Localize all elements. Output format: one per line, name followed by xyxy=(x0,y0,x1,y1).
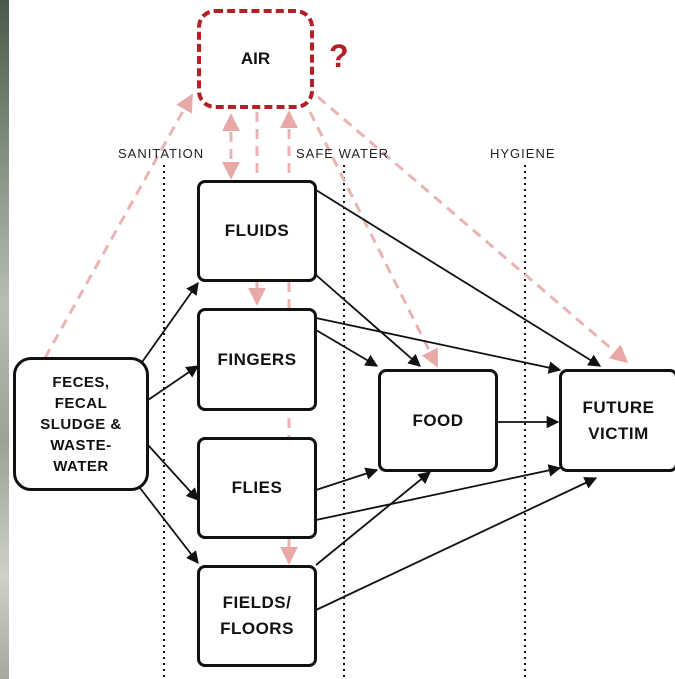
node-victim-line-1: FUTURE xyxy=(582,397,655,417)
arrow-feces-fluids xyxy=(139,281,199,366)
arrow-feces-fields xyxy=(139,487,199,564)
column-label-hygiene: HYGIENE xyxy=(490,146,556,161)
arrow-feces-fingers xyxy=(147,365,200,401)
arrow-fingers-victim xyxy=(315,317,562,374)
node-victim-line-2: VICTIM xyxy=(588,423,649,443)
arrow-feces-flies xyxy=(147,444,199,501)
arrow-flies-victim xyxy=(315,464,562,521)
air-node: AIR xyxy=(197,9,314,109)
node-fingers-label: FINGERS xyxy=(217,349,297,369)
node-feces-line-1: FECES, xyxy=(52,373,110,391)
node-fields-floors: FIELDS/ FLOORS xyxy=(197,565,317,667)
air-arrow-victim xyxy=(317,95,629,364)
column-dividers xyxy=(163,165,526,679)
node-feces: FECES, FECAL SLUDGE & WASTE- WATER xyxy=(13,357,149,491)
node-fields-line-2: FLOORS xyxy=(220,619,294,638)
node-flies: FLIES xyxy=(197,437,317,539)
node-feces-line-5: WATER xyxy=(53,457,109,475)
node-food: FOOD xyxy=(378,369,498,472)
node-future-victim: FUTURE VICTIM xyxy=(559,369,675,472)
node-fluids: FLUIDS xyxy=(197,180,317,282)
column-label-sanitation: SANITATION xyxy=(118,146,205,161)
node-fields-line-1: FIELDS/ xyxy=(222,593,292,612)
node-feces-line-3: SLUDGE & xyxy=(40,415,122,433)
arrow-fields-food xyxy=(315,471,431,566)
node-food-label: FOOD xyxy=(412,410,464,430)
node-fluids-label: FLUIDS xyxy=(224,221,290,240)
node-fingers: FINGERS xyxy=(197,308,317,411)
arrow-flies-food xyxy=(315,467,379,491)
air-arrow-feces xyxy=(43,93,194,359)
transmission-arrows xyxy=(139,189,602,611)
air-label: AIR xyxy=(240,49,271,68)
arrow-fingers-food xyxy=(315,329,379,367)
background-photo-strip xyxy=(0,0,9,679)
column-label-safe-water: SAFE WATER xyxy=(296,146,390,161)
arrow-fields-victim xyxy=(315,477,598,611)
arrow-fluids-victim xyxy=(315,189,602,367)
air-arrow-food xyxy=(308,111,439,368)
node-flies-label: FLIES xyxy=(231,478,283,497)
question-mark: ? xyxy=(329,38,349,74)
node-feces-line-4: WASTE- xyxy=(50,436,112,454)
arrow-fluids-food xyxy=(315,274,421,367)
node-feces-line-2: FECAL xyxy=(54,394,108,412)
